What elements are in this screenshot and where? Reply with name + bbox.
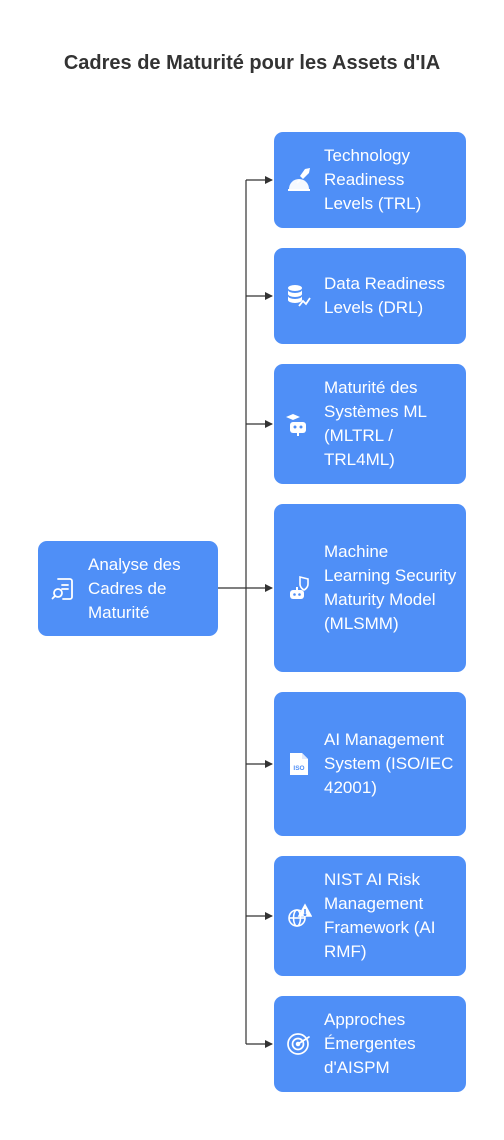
node-nist-ai-rmf: NIST AI Risk Management Framework (AI RM… [274,856,466,976]
node-drl: Data Readiness Levels (DRL) [274,248,466,344]
node-aispm: Approches Émergentes d'AISPM [274,996,466,1092]
radar-globe-icon [286,1031,312,1057]
node-mltrl: Maturité des Systèmes ML (MLTRL / TRL4ML… [274,364,466,484]
node-label: Machine Learning Security Maturity Model… [324,542,457,633]
root-node: Analyse des Cadres de Maturité [38,541,218,636]
node-label: Data Readiness Levels (DRL) [324,274,445,317]
robot-graduation-icon [286,411,312,437]
root-label: Analyse des Cadres de Maturité [88,554,181,622]
node-label: Technology Readiness Levels (TRL) [324,146,422,213]
node-iso42001: ISO AI Management System (ISO/IEC 42001) [274,692,466,836]
svg-text:ISO: ISO [293,765,304,772]
diagram-title: Cadres de Maturité pour les Assets d'IA [63,52,441,74]
node-label: NIST AI Risk Management Framework (AI RM… [324,870,436,961]
node-label: Maturité des Systèmes ML (MLTRL / TRL4ML… [324,378,427,469]
node-label: Approches Émergentes d'AISPM [324,1010,416,1077]
robot-shield-icon [286,575,312,601]
iso-document-icon: ISO [286,751,312,777]
node-trl: Technology Readiness Levels (TRL) [274,132,466,228]
globe-warning-icon [286,903,312,929]
document-search-icon [51,576,77,602]
node-label: AI Management System (ISO/IEC 42001) [324,730,454,797]
node-mlsmm: Machine Learning Security Maturity Model… [274,504,466,672]
rocket-launch-icon [286,167,312,193]
database-trend-icon [286,283,312,309]
